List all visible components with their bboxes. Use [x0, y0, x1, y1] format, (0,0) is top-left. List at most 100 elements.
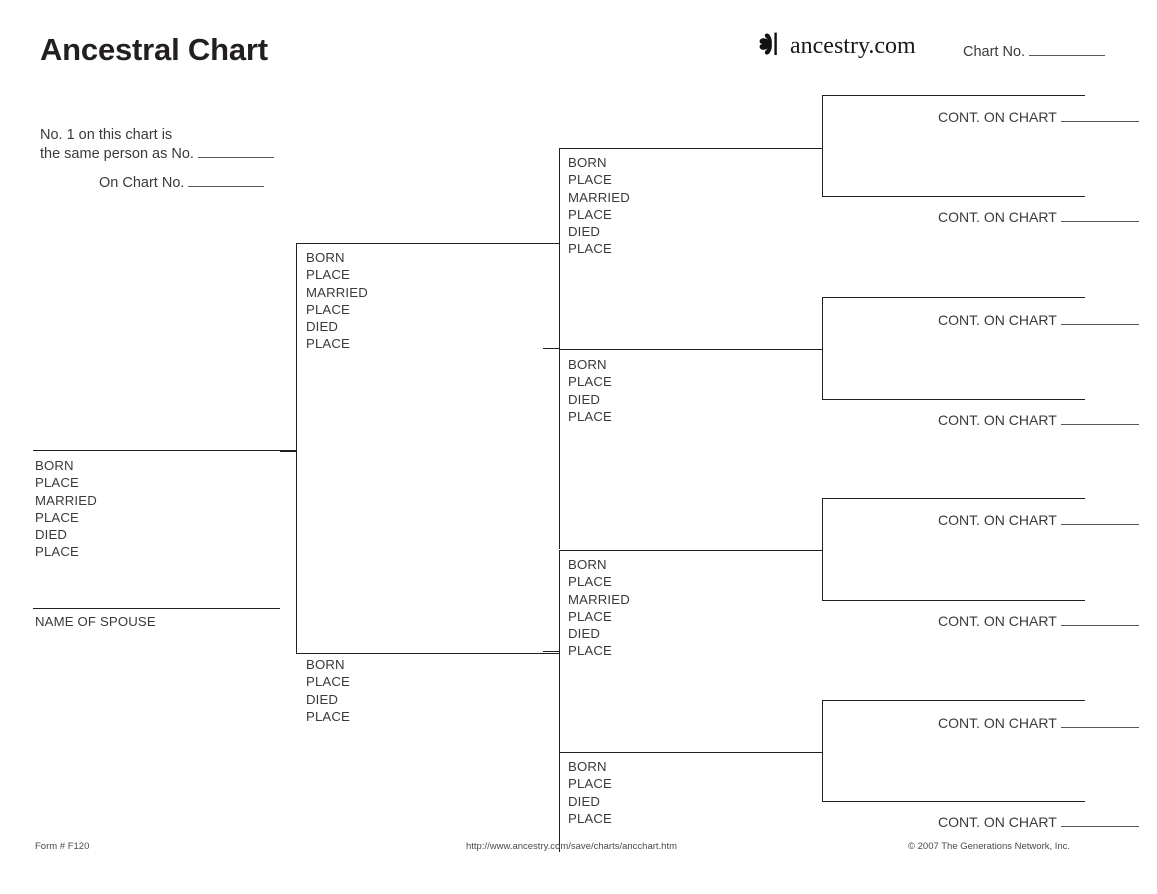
gen3-mgm-died-label: DIED — [568, 793, 601, 809]
gen4-person-5-cont[interactable]: CONT. ON CHART — [938, 512, 1139, 528]
connector-gen3-pgf-to-gen4 — [806, 148, 823, 150]
person-1-married-label: MARRIED — [35, 492, 97, 508]
gen2-mother-born-label: BORN — [306, 657, 345, 672]
gen4-person-8-name-rule[interactable] — [822, 801, 1085, 803]
gen3-pgf-birthplace-label: PLACE — [568, 172, 612, 188]
gen3-pgf-married-label: MARRIED — [568, 189, 630, 205]
chart-no-blank[interactable] — [1029, 55, 1106, 56]
gen3-pgm-fields: BORN PLACE DIED PLACE — [568, 356, 612, 425]
gen3-mgf-name-rule[interactable] — [559, 550, 822, 552]
gen4-person-4-cont-blank[interactable] — [1060, 424, 1139, 425]
gen4-person-7-cont[interactable]: CONT. ON CHART — [938, 715, 1139, 731]
ancestry-logo-text: ancestry.com — [790, 33, 916, 59]
gen2-father-birthplace-label: PLACE — [306, 267, 350, 283]
same-person-note: No. 1 on this chart is the same person a… — [40, 126, 274, 164]
spine-gen3-maternal-lower — [559, 752, 561, 852]
gen2-father-born-label: BORN — [306, 250, 345, 265]
gen3-mgf-marriageplace-label: PLACE — [568, 608, 612, 624]
gen2-father-marriageplace-label: PLACE — [306, 301, 350, 317]
gen2-mother-birthplace-label: PLACE — [306, 674, 350, 690]
gen2-father-fields: BORN PLACE MARRIED PLACE DIED PLACE — [306, 249, 368, 353]
person-1-spouse-label: NAME OF SPOUSE — [35, 614, 156, 629]
on-chart-no-blank[interactable] — [188, 186, 265, 187]
gen3-mgf-born-label: BORN — [568, 557, 607, 572]
gen4-person-2-cont-blank[interactable] — [1060, 221, 1139, 222]
gen4-person-2-name-rule[interactable] — [822, 196, 1085, 198]
gen4-person-4-cont[interactable]: CONT. ON CHART — [938, 412, 1139, 428]
connector-gen3-mgm-to-gen4 — [806, 752, 823, 754]
note-line-2: the same person as No. — [40, 146, 194, 162]
gen3-pgm-deathplace-label: PLACE — [568, 408, 612, 424]
gen2-father-deathplace-label: PLACE — [306, 336, 350, 352]
gen4-person-6-name-rule[interactable] — [822, 600, 1085, 602]
gen3-mgm-birthplace-label: PLACE — [568, 776, 612, 792]
gen4-person-5-cont-label: CONT. ON CHART — [938, 512, 1057, 528]
person-1-born-label: BORN — [35, 458, 74, 473]
spine-gen4-bracket-4 — [822, 700, 824, 802]
gen3-mgm-born-label: BORN — [568, 759, 607, 774]
spine-gen3-paternal — [559, 148, 561, 549]
person-1-marriageplace-label: PLACE — [35, 509, 79, 525]
gen3-pgm-birthplace-label: PLACE — [568, 374, 612, 390]
spine-gen3-maternal — [559, 550, 561, 752]
gen2-mother-deathplace-label: PLACE — [306, 708, 350, 724]
gen4-person-8-cont[interactable]: CONT. ON CHART — [938, 814, 1139, 830]
chart-no-field[interactable]: Chart No. — [963, 44, 1106, 60]
gen3-pgm-born-label: BORN — [568, 357, 607, 372]
gen2-father-name-rule[interactable] — [296, 243, 559, 245]
chart-no-label: Chart No. — [963, 44, 1026, 60]
gen4-person-3-cont-label: CONT. ON CHART — [938, 312, 1057, 328]
page-title: Ancestral Chart — [40, 32, 268, 67]
person-1-deathplace-label: PLACE — [35, 544, 79, 560]
gen4-person-2-cont-label: CONT. ON CHART — [938, 209, 1057, 225]
gen4-person-1-cont[interactable]: CONT. ON CHART — [938, 109, 1139, 125]
connector-gen1-to-gen2 — [280, 451, 297, 453]
gen4-person-5-cont-blank[interactable] — [1060, 524, 1139, 525]
gen4-person-2-cont[interactable]: CONT. ON CHART — [938, 209, 1139, 225]
gen4-person-1-name-rule[interactable] — [822, 95, 1085, 97]
on-chart-no-label: On Chart No. — [99, 175, 185, 191]
person-1-name-rule[interactable] — [33, 450, 296, 452]
gen3-mgm-fields: BORN PLACE DIED PLACE — [568, 758, 612, 827]
footer-url[interactable]: http://www.ancestry.com/save/charts/ancc… — [466, 841, 678, 852]
spine-gen4-bracket-2 — [822, 297, 824, 399]
person-1-died-label: DIED — [35, 527, 68, 543]
gen4-person-1-cont-blank[interactable] — [1060, 121, 1139, 122]
footer-form-number: Form # F120 — [35, 841, 90, 852]
gen4-person-6-cont-blank[interactable] — [1060, 625, 1139, 626]
gen3-pgf-born-label: BORN — [568, 155, 607, 170]
note-line-1: No. 1 on this chart is — [40, 127, 173, 143]
gen4-person-8-cont-blank[interactable] — [1060, 826, 1139, 827]
ancestry-logo[interactable]: ancestry.com — [757, 32, 916, 60]
gen4-person-6-cont[interactable]: CONT. ON CHART — [938, 613, 1139, 629]
connector-gen3-mgf-to-gen4 — [806, 550, 823, 552]
gen4-person-7-cont-label: CONT. ON CHART — [938, 715, 1057, 731]
gen2-mother-name-rule[interactable] — [296, 653, 559, 655]
on-chart-no-row: On Chart No. — [99, 175, 265, 191]
gen4-person-3-name-rule[interactable] — [822, 297, 1085, 299]
gen4-person-4-name-rule[interactable] — [822, 399, 1085, 401]
spine-gen4-bracket-1 — [822, 95, 824, 197]
gen4-person-3-cont[interactable]: CONT. ON CHART — [938, 312, 1139, 328]
gen4-person-6-cont-label: CONT. ON CHART — [938, 613, 1057, 629]
gen2-father-died-label: DIED — [306, 319, 339, 335]
gen4-person-1-cont-label: CONT. ON CHART — [938, 109, 1057, 125]
gen3-pgf-died-label: DIED — [568, 224, 601, 240]
gen3-pgm-name-rule[interactable] — [559, 349, 822, 351]
note-line-2-row: the same person as No. — [40, 145, 274, 164]
gen3-pgf-deathplace-label: PLACE — [568, 241, 612, 257]
same-person-no-blank[interactable] — [197, 157, 274, 158]
ancestry-leaf-icon — [757, 31, 787, 62]
gen2-mother-died-label: DIED — [306, 691, 339, 707]
person-1-spouse-rule[interactable] — [33, 608, 280, 610]
gen4-person-3-cont-blank[interactable] — [1060, 324, 1139, 325]
connector-gen2-mother-to-gen3 — [543, 651, 560, 653]
gen4-person-5-name-rule[interactable] — [822, 498, 1085, 500]
gen3-mgf-birthplace-label: PLACE — [568, 574, 612, 590]
gen3-mgm-name-rule[interactable] — [559, 752, 822, 754]
connector-gen3-pgm-to-gen4 — [806, 349, 823, 351]
gen4-person-7-name-rule[interactable] — [822, 700, 1085, 702]
gen4-person-7-cont-blank[interactable] — [1060, 727, 1139, 728]
gen3-pgf-name-rule[interactable] — [559, 148, 822, 150]
gen3-mgm-deathplace-label: PLACE — [568, 810, 612, 826]
